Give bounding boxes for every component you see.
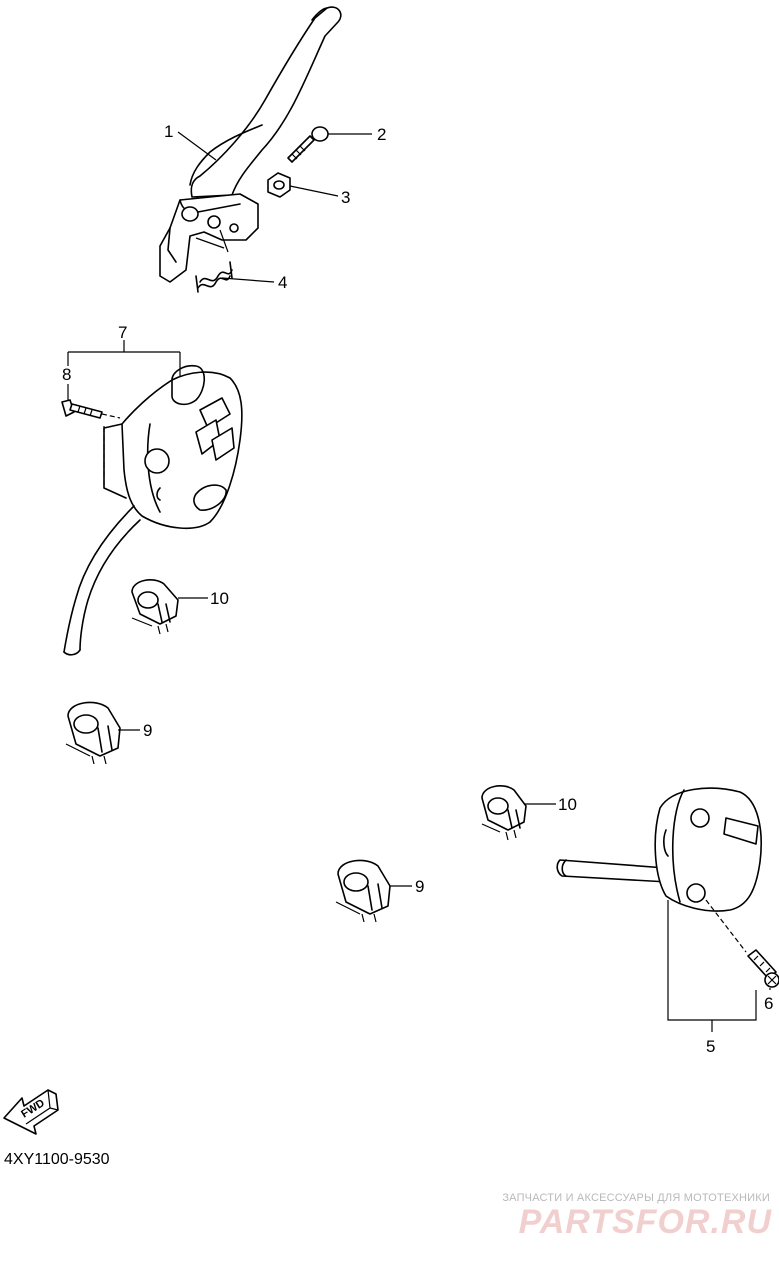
left-switch-screw [61, 399, 121, 419]
diagram-code: 4XY1100-9530 [4, 1151, 110, 1168]
callout-6: 6 [764, 994, 773, 1013]
callout-10-left: 10 [210, 589, 229, 608]
callout-5: 5 [706, 1037, 715, 1056]
watermark-tagline: ЗАПЧАСТИ И АКСЕССУАРЫ ДЛЯ МОТОТЕХНИКИ [502, 1192, 770, 1204]
brake-lever [159, 6, 342, 283]
right-switch-screw [705, 899, 779, 988]
callout-9-left: 9 [143, 721, 152, 740]
wire-clamp-10-left [131, 579, 179, 635]
callout-3: 3 [341, 188, 350, 207]
callout-4: 4 [278, 273, 287, 292]
left-handlebar-switch [63, 340, 243, 656]
callout-1: 1 [164, 122, 173, 141]
wire-clamp-10-right [481, 785, 527, 841]
wire-clamp-9-left [65, 701, 121, 765]
callout-numbers: 1 2 3 4 7 8 10 9 10 9 6 5 [62, 122, 773, 1056]
lever-nut [267, 172, 291, 198]
wire-clamp-9-right [335, 859, 391, 923]
leader-lines [67, 131, 771, 990]
right-handlebar-switch [556, 787, 762, 1032]
watermark-brand-logo: PARTSFOR.RU [518, 1203, 772, 1241]
callout-9-right: 9 [415, 877, 424, 896]
fwd-arrow-icon: FWD [3, 1089, 59, 1135]
callout-2: 2 [377, 125, 386, 144]
callout-10-right: 10 [558, 795, 577, 814]
callout-8: 8 [62, 365, 71, 384]
lever-spring [195, 261, 233, 293]
callout-7: 7 [118, 323, 127, 342]
lever-pivot-bolt [287, 126, 329, 163]
